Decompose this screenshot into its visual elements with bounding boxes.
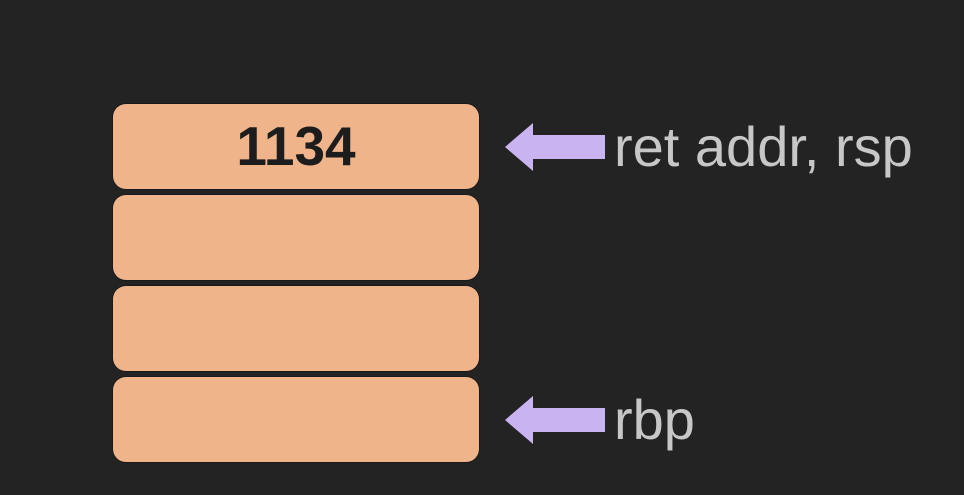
stack-cell-ret-addr: 1134 [113,104,479,189]
left-arrow-icon [505,122,605,171]
stack-cell-empty-1 [113,195,479,280]
pointer-rbp: rbp [505,387,695,451]
pointer-label-rbp: rbp [614,387,695,451]
stack-row-1 [113,195,913,280]
cell-value: 1134 [236,115,356,177]
pointer-ret-addr-rsp: ret addr, rsp [505,114,913,178]
stack-row-2 [113,286,913,371]
stack-row-3: rbp [113,377,913,462]
stack-cell-empty-2 [113,286,479,371]
stack-column: 1134 ret addr, rsp [113,104,913,462]
stack-row-0: 1134 ret addr, rsp [113,104,913,189]
pointer-label-ret-addr-rsp: ret addr, rsp [614,114,913,178]
left-arrow-icon [505,395,605,444]
stack-cell-rbp [113,377,479,462]
